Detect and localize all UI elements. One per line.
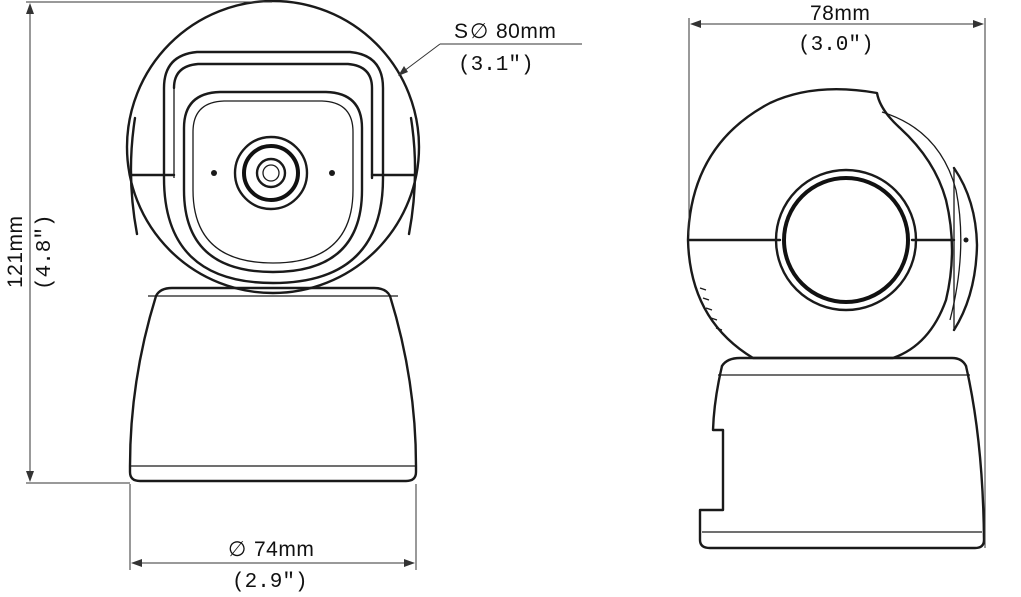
- side-vent: [699, 287, 707, 291]
- sphere-leader-arrow: [398, 66, 408, 76]
- height-arrow-bottom: [26, 471, 34, 482]
- sphere-dimension: S ∅ 80mm (3.1"): [398, 20, 582, 77]
- side-sphere-outline: [686, 88, 954, 360]
- side-base-body: [698, 364, 986, 550]
- sphere-inch-label: (3.1"): [458, 54, 534, 77]
- front-lens-center: [262, 164, 280, 182]
- depth-arrow-right: [973, 20, 984, 28]
- depth-mm-label: 78mm: [810, 2, 870, 25]
- height-inch-label: (4.8"): [34, 214, 57, 290]
- front-sphere-outline: [125, 0, 421, 295]
- sphere-leader-line: [399, 43, 441, 75]
- base-mm-label: 74mm: [254, 538, 314, 561]
- base-arrow-left: [131, 559, 142, 567]
- side-rear-arc: [881, 111, 962, 321]
- front-lens-module-inner: [192, 100, 354, 264]
- front-base-top: [154, 286, 392, 298]
- height-dimension: 121mm (4.8"): [4, 1, 272, 484]
- side-mount-plate: [952, 166, 979, 332]
- side-view: [686, 88, 986, 550]
- front-view: [125, 0, 421, 483]
- side-base-top: [720, 356, 968, 368]
- side-mount-dot: [963, 237, 969, 243]
- base-inch-label: (2.9"): [232, 571, 308, 594]
- front-lens-module: [182, 90, 364, 274]
- front-bracket-rail: [172, 62, 374, 180]
- front-lens-ring: [233, 135, 309, 211]
- base-arrow-right: [404, 559, 415, 567]
- side-vent: [715, 327, 723, 331]
- base-diameter-symbol: ∅: [228, 538, 247, 561]
- side-lens-ring: [774, 168, 918, 312]
- side-lens-inner-ring: [782, 176, 910, 304]
- sphere-diameter-symbol: ∅: [470, 20, 489, 43]
- depth-arrow-left: [690, 20, 701, 28]
- front-bracket-outer: [162, 50, 385, 285]
- sphere-mm-label: 80mm: [496, 20, 556, 43]
- height-arrow-top: [26, 3, 34, 14]
- side-vents: [699, 287, 723, 331]
- base-dimension: ∅ 74mm (2.9"): [129, 484, 417, 594]
- side-vent: [710, 317, 718, 321]
- depth-dimension: 78mm (3.0"): [688, 2, 986, 548]
- front-sensor-left: [211, 170, 217, 176]
- front-lens-barrel: [242, 144, 300, 202]
- front-base-body: [128, 294, 418, 483]
- depth-inch-label: (3.0"): [798, 34, 874, 57]
- front-sensor-right: [329, 170, 335, 176]
- side-vent: [705, 307, 713, 311]
- front-lens-glass: [255, 157, 287, 189]
- side-vent: [702, 297, 710, 301]
- height-mm-label: 121mm: [4, 215, 27, 288]
- sphere-prefix-label: S: [454, 20, 469, 43]
